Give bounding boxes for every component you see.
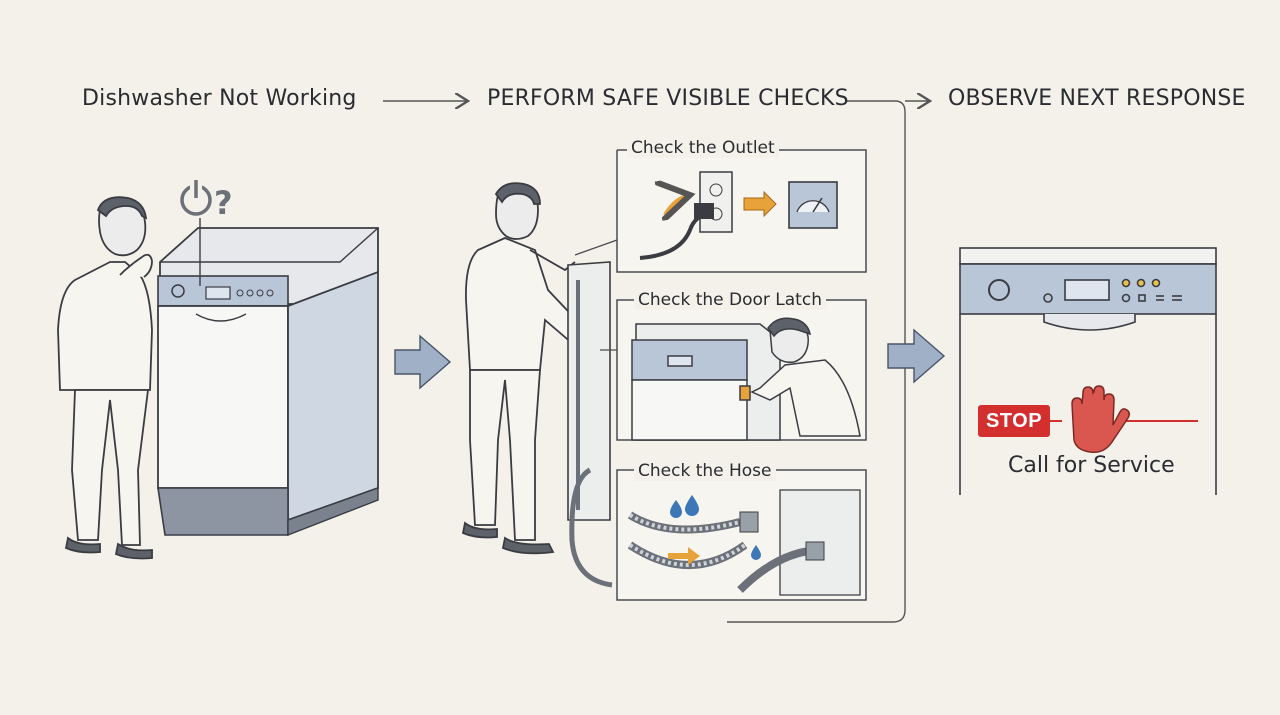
water-drop-icon — [670, 495, 761, 560]
power-question-icon: ? — [180, 176, 233, 222]
step-title-checks: PERFORM SAFE VISIBLE CHECKS — [487, 86, 849, 111]
check-label-door-latch: Check the Door Latch — [634, 290, 826, 310]
outlet-icon — [639, 171, 777, 260]
latch-scene — [631, 317, 861, 441]
person-checking — [461, 182, 602, 555]
flow-arrow-icon — [394, 334, 452, 390]
dishwasher-1 — [157, 218, 379, 537]
hose-scene — [627, 489, 861, 596]
step-title-response: OBSERVE NEXT RESPONSE — [948, 86, 1246, 111]
stop-badge: STOP — [978, 405, 1050, 437]
appliance-side-2 — [567, 261, 613, 588]
check-label-outlet: Check the Outlet — [627, 138, 779, 158]
stop-hand-icon — [1050, 385, 1198, 454]
meter-icon — [788, 181, 838, 229]
check-label-hose: Check the Hose — [634, 461, 776, 481]
step-title-problem: Dishwasher Not Working — [82, 86, 357, 111]
flow-arrow-icon — [887, 328, 946, 384]
svg-text:?: ? — [214, 184, 233, 222]
dishwasher-response — [959, 247, 1217, 495]
call-for-service-label: Call for Service — [1008, 453, 1175, 478]
person-confused — [57, 196, 153, 560]
header-arrow-2 — [727, 101, 930, 623]
